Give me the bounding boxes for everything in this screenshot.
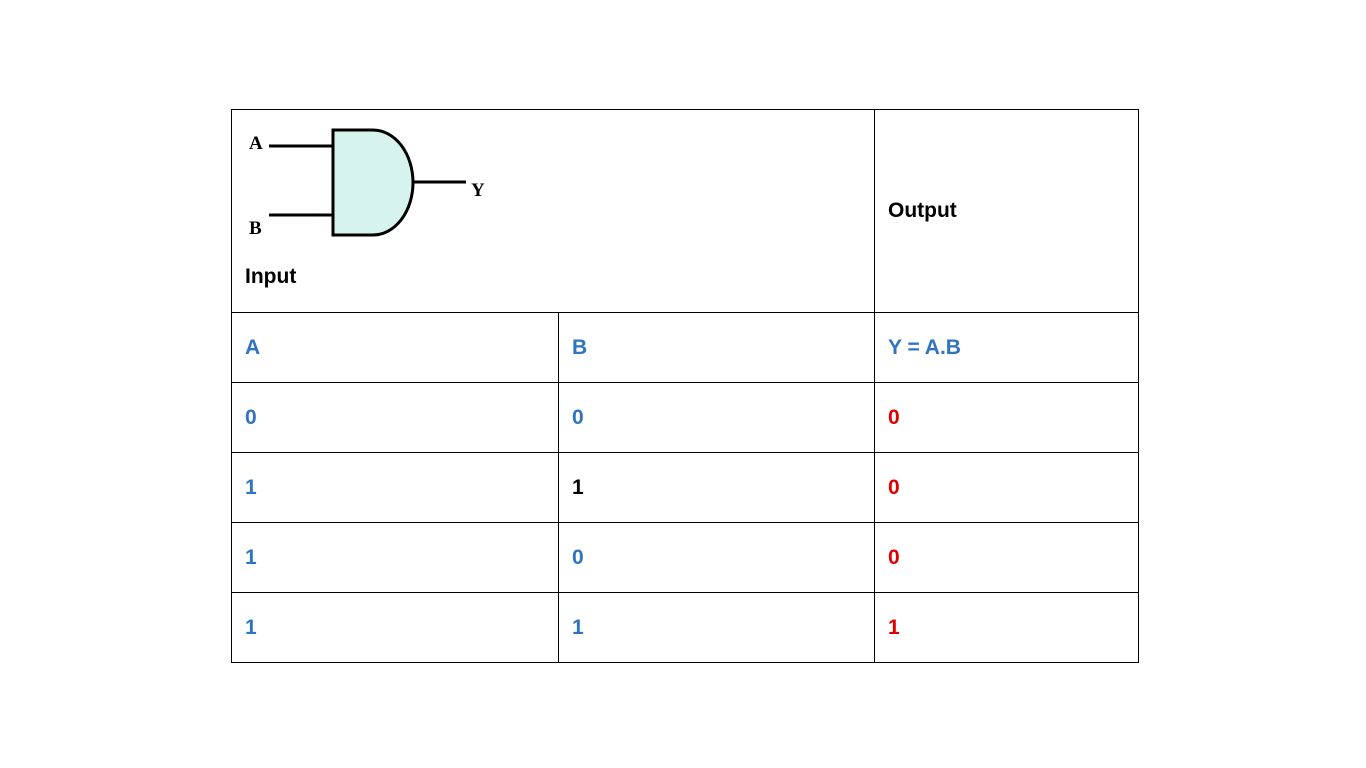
column-heading-row: A B Y = A.B [231,312,1139,383]
gate-input-a-label: A [249,133,263,154]
cell-a: 0 [231,382,559,453]
gate-input-b-label: B [249,218,262,239]
cell-y: 0 [874,522,1139,593]
cell-y: 1 [874,592,1139,663]
table-header-row: A B Y Input Output [231,109,1139,313]
cell-a: 1 [231,452,559,523]
cell-b: 0 [558,382,875,453]
gate-output-y-label: Y [471,180,485,201]
column-b-heading: B [558,312,875,383]
cell-b: 1 [558,592,875,663]
and-gate-body [331,128,415,237]
cell-a: 1 [231,522,559,593]
column-a-heading: A [231,312,559,383]
table-row: 1 0 0 [231,522,1139,593]
cell-y: 0 [874,452,1139,523]
and-gate-diagram: A B Y [249,128,485,239]
output-label: Output [888,199,957,222]
cell-b: 1 [558,452,875,523]
cell-y: 0 [874,382,1139,453]
and-gate-truth-table: A B Y Input Output A B Y = A.B 0 0 0 1 1… [231,109,1139,663]
table-row: 1 1 0 [231,452,1139,523]
column-y-heading: Y = A.B [874,312,1139,383]
output-header-cell: Output [874,109,1139,313]
cell-b: 0 [558,522,875,593]
cell-a: 1 [231,592,559,663]
input-label: Input [245,265,297,288]
input-header-cell: A B Y Input [231,109,875,313]
table-row: 0 0 0 [231,382,1139,453]
table-row: 1 1 1 [231,592,1139,663]
